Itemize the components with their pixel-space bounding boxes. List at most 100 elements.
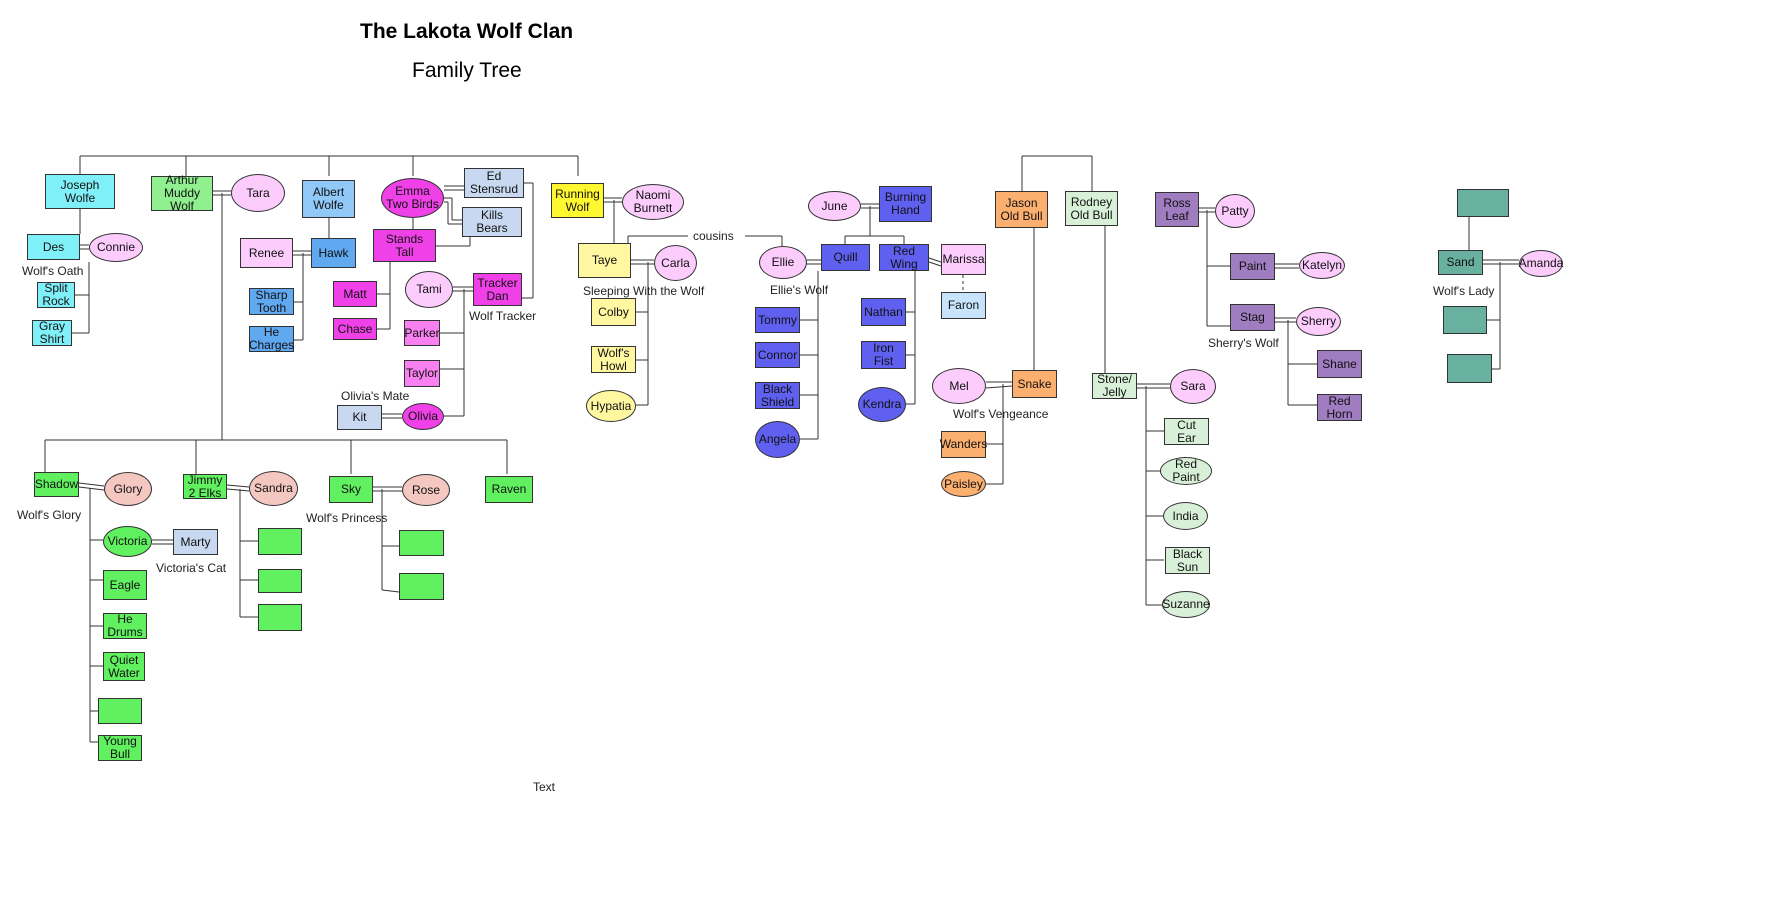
- node-black-sun[interactable]: Black Sun: [1165, 547, 1210, 574]
- node-black-shield[interactable]: Black Shield: [755, 382, 800, 409]
- node-emma[interactable]: Emma Two Birds: [381, 178, 444, 218]
- node-stone-jelly[interactable]: Stone/ Jelly: [1092, 373, 1137, 399]
- node-quiet-water[interactable]: Quiet Water: [103, 652, 145, 681]
- node-teal-top[interactable]: [1457, 189, 1509, 217]
- connector-line: [78, 482, 105, 487]
- label-wolf-tracker: Wolf Tracker: [469, 309, 537, 323]
- label-wolfs-lady: Wolf's Lady: [1433, 284, 1495, 298]
- node-teal-2[interactable]: [1443, 306, 1487, 334]
- node-red-wing[interactable]: Red Wing: [879, 244, 929, 271]
- label-sherrys-wolf: Sherry's Wolf: [1208, 336, 1279, 350]
- node-rose[interactable]: Rose: [402, 474, 450, 506]
- node-jimmy-child-2[interactable]: [258, 569, 302, 593]
- node-red-horn[interactable]: Red Horn: [1317, 394, 1362, 421]
- node-ross[interactable]: Ross Leaf: [1155, 192, 1199, 227]
- node-sherry[interactable]: Sherry: [1296, 307, 1341, 336]
- node-marty[interactable]: Marty: [173, 529, 218, 555]
- diagram-subtitle: Family Tree: [412, 59, 522, 82]
- node-kit[interactable]: Kit: [337, 405, 382, 430]
- node-tommy[interactable]: Tommy: [755, 307, 800, 333]
- node-quill[interactable]: Quill: [821, 244, 870, 271]
- node-red-paint[interactable]: Red Paint: [1160, 457, 1212, 485]
- node-marissa[interactable]: Marissa: [941, 244, 986, 275]
- node-albert[interactable]: Albert Wolfe: [302, 180, 355, 218]
- node-stands-tall[interactable]: Stands Tall: [373, 229, 436, 262]
- node-jimmy-child-1[interactable]: [258, 528, 302, 555]
- node-arthur[interactable]: Arthur Muddy Wolf: [151, 174, 213, 213]
- node-gray-shirt[interactable]: Gray Shirt: [32, 320, 72, 346]
- node-june[interactable]: June: [808, 191, 861, 221]
- node-wanders[interactable]: Wanders: [940, 431, 987, 458]
- node-katelyn[interactable]: Katelyn: [1299, 252, 1345, 279]
- node-faron[interactable]: Faron: [941, 292, 986, 319]
- node-des[interactable]: Des: [27, 234, 80, 260]
- node-raven[interactable]: Raven: [485, 476, 533, 503]
- node-ed[interactable]: Ed Stensrud: [464, 168, 524, 198]
- node-paint[interactable]: Paint: [1230, 253, 1275, 280]
- node-eagle[interactable]: Eagle: [103, 570, 147, 600]
- node-nathan[interactable]: Nathan: [861, 298, 906, 326]
- node-sky-child-2[interactable]: [399, 573, 444, 600]
- node-sara[interactable]: Sara: [1170, 369, 1216, 404]
- node-iron-fist[interactable]: Iron Fist: [861, 341, 906, 369]
- node-taye[interactable]: Taye: [578, 243, 631, 278]
- node-split-rock[interactable]: Split Rock: [37, 282, 75, 308]
- node-chase[interactable]: Chase: [333, 318, 377, 340]
- node-he-drums[interactable]: He Drums: [103, 613, 147, 639]
- node-carla[interactable]: Carla: [654, 245, 697, 281]
- node-joseph[interactable]: Joseph Wolfe: [45, 174, 115, 209]
- node-amanda[interactable]: Amanda: [1519, 250, 1563, 277]
- node-india[interactable]: India: [1163, 502, 1208, 530]
- node-teal-3[interactable]: [1447, 354, 1492, 383]
- node-hypatia[interactable]: Hypatia: [586, 390, 636, 422]
- node-jason[interactable]: Jason Old Bull: [995, 191, 1048, 228]
- node-jimmy-child-3[interactable]: [258, 604, 302, 631]
- node-rodney[interactable]: Rodney Old Bull: [1065, 191, 1118, 226]
- node-tracker-dan[interactable]: Tracker Dan: [473, 273, 522, 306]
- node-sky-child-1[interactable]: [399, 530, 444, 556]
- node-shane[interactable]: Shane: [1317, 350, 1362, 378]
- node-kendra[interactable]: Kendra: [858, 387, 906, 422]
- node-taylor[interactable]: Taylor: [404, 360, 440, 387]
- node-shadow[interactable]: Shadow: [34, 472, 79, 497]
- node-renee[interactable]: Renee: [240, 238, 293, 268]
- node-sharp-tooth[interactable]: Sharp Tooth: [249, 288, 294, 315]
- node-naomi[interactable]: Naomi Burnett: [622, 184, 684, 220]
- node-connor[interactable]: Connor: [755, 342, 800, 368]
- node-tara[interactable]: Tara: [231, 174, 285, 212]
- node-sandra[interactable]: Sandra: [249, 471, 298, 506]
- node-ellie[interactable]: Ellie: [759, 246, 807, 279]
- node-parker[interactable]: Parker: [404, 320, 440, 346]
- node-sand[interactable]: Sand: [1438, 250, 1483, 275]
- node-snake[interactable]: Snake: [1012, 370, 1057, 398]
- node-running-wolf[interactable]: Running Wolf: [551, 183, 604, 218]
- node-victoria[interactable]: Victoria: [103, 526, 152, 557]
- node-tami[interactable]: Tami: [405, 271, 453, 308]
- label-wolfs-glory: Wolf's Glory: [17, 508, 82, 522]
- label-olivias-mate: Olivia's Mate: [341, 389, 410, 403]
- node-kills-bears[interactable]: Kills Bears: [462, 207, 522, 237]
- node-mel[interactable]: Mel: [932, 368, 986, 404]
- node-wolfs-howl[interactable]: Wolf's Howl: [591, 346, 636, 373]
- node-matt[interactable]: Matt: [333, 281, 377, 307]
- node-olivia[interactable]: Olivia: [402, 403, 444, 430]
- node-young-bull[interactable]: Young Bull: [98, 735, 142, 761]
- node-sky[interactable]: Sky: [329, 476, 373, 503]
- node-cut-ear[interactable]: Cut Ear: [1164, 418, 1209, 445]
- label-sleeping-with-the-wolf: Sleeping With the Wolf: [583, 284, 705, 298]
- node-glory[interactable]: Glory: [104, 472, 152, 506]
- node-blank-green[interactable]: [98, 698, 142, 724]
- label-victorias-cat: Victoria's Cat: [156, 561, 227, 575]
- node-paisley[interactable]: Paisley: [941, 471, 986, 497]
- node-angela[interactable]: Angela: [755, 421, 800, 458]
- node-connie[interactable]: Connie: [89, 233, 143, 262]
- node-burning-hand[interactable]: Burning Hand: [879, 186, 932, 222]
- node-colby[interactable]: Colby: [591, 298, 636, 326]
- node-hawk[interactable]: Hawk: [311, 238, 356, 268]
- node-jimmy[interactable]: Jimmy 2 Elks: [183, 473, 227, 499]
- node-he-charges[interactable]: He Charges: [248, 325, 295, 352]
- node-patty[interactable]: Patty: [1215, 194, 1255, 228]
- node-suzanne[interactable]: Suzanne: [1162, 591, 1210, 618]
- node-stag[interactable]: Stag: [1230, 304, 1275, 331]
